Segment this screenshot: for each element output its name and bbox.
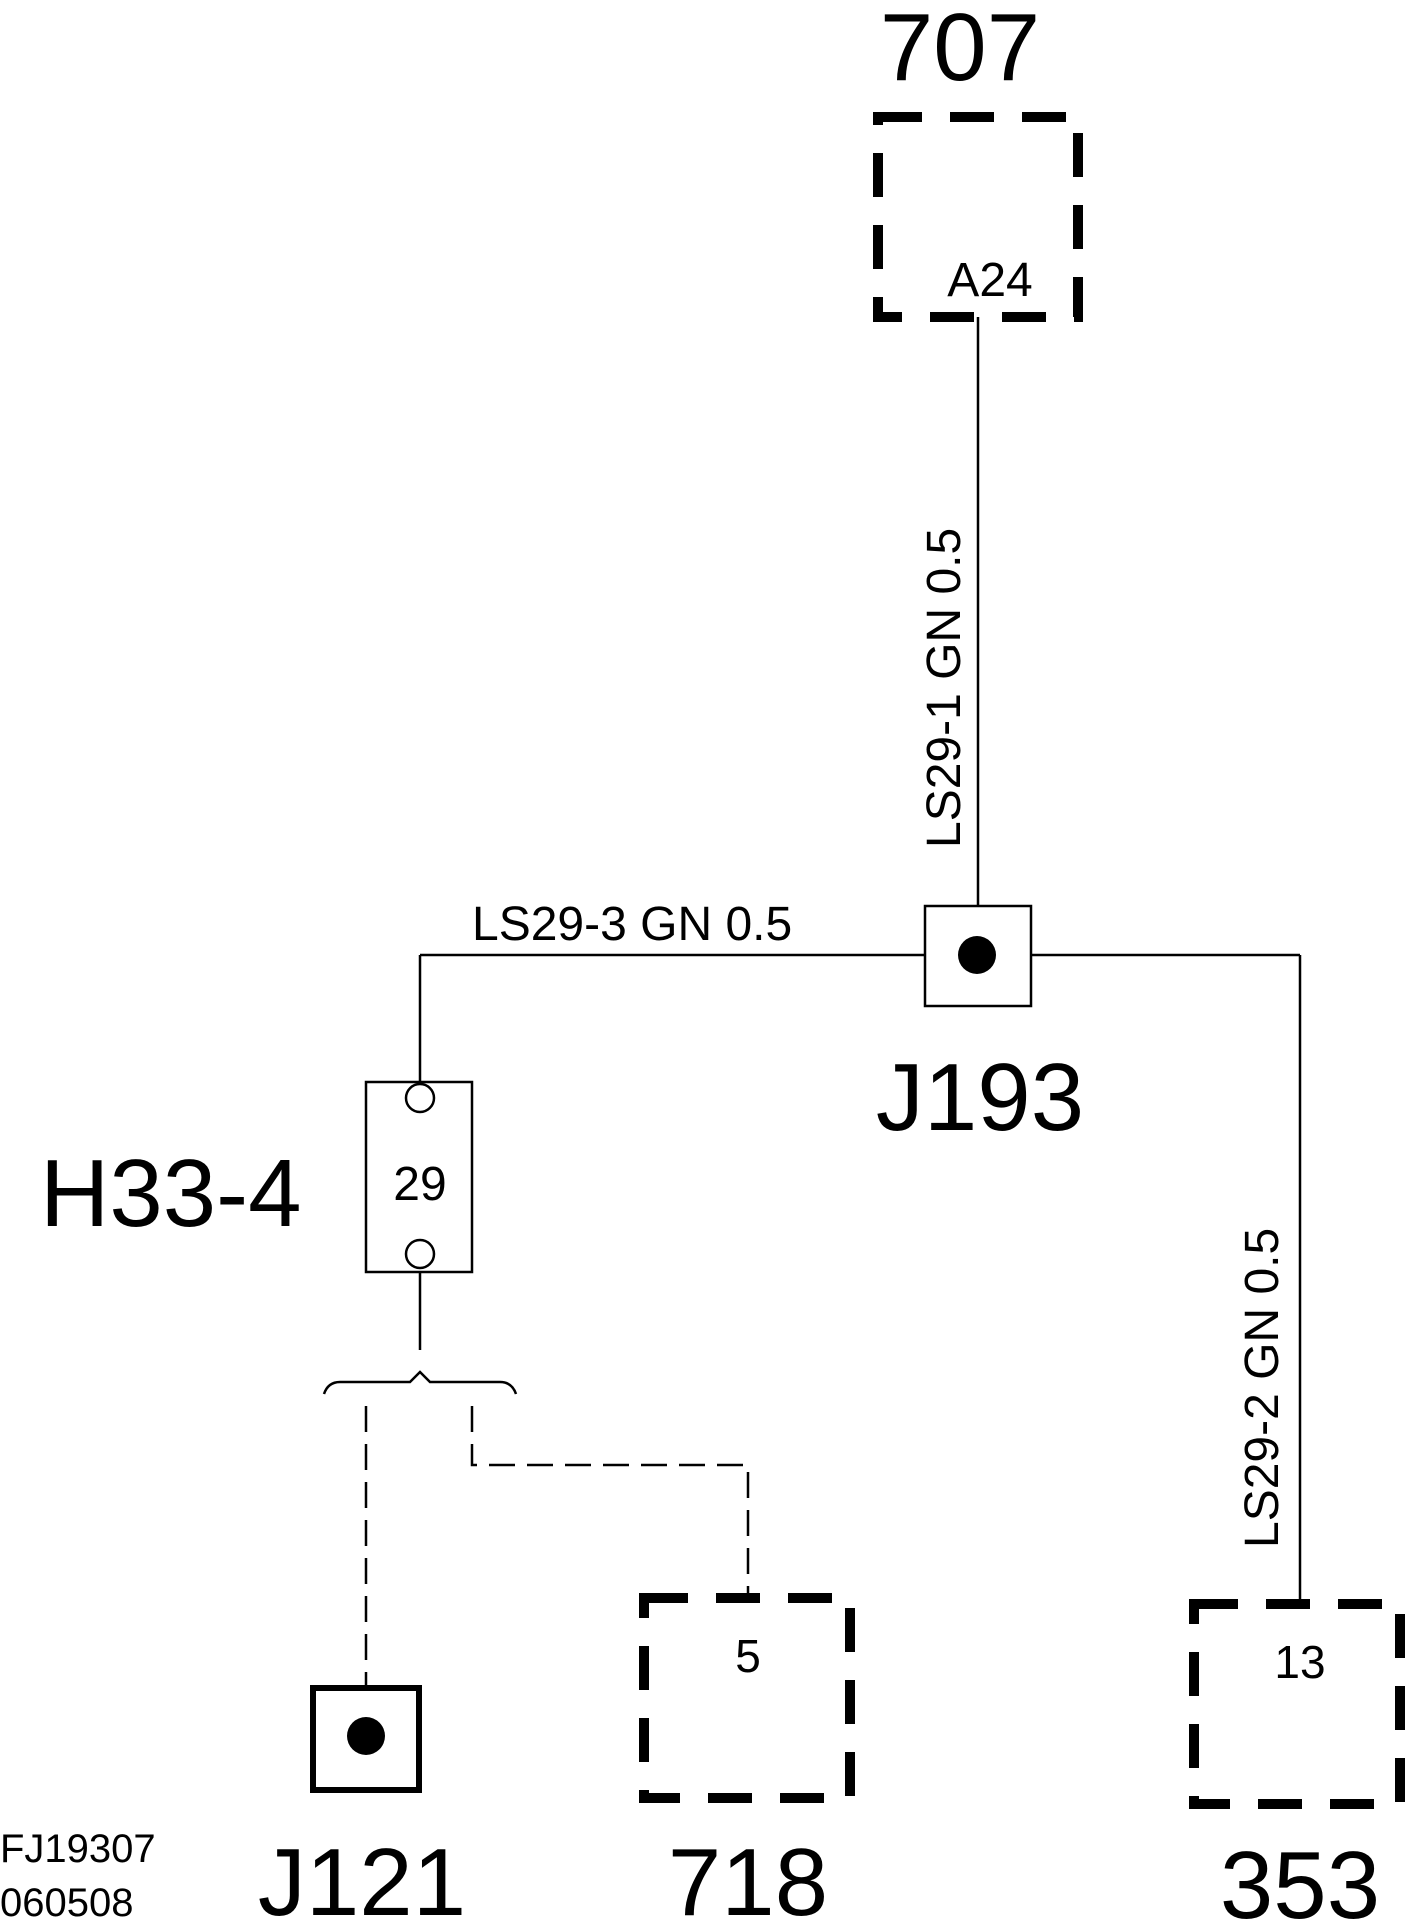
component-353-label: 353: [1220, 1832, 1380, 1924]
component-353-box: [1189, 1599, 1405, 1809]
junction-j193[interactable]: J193: [876, 904, 1084, 1151]
component-353-pin: 13: [1274, 1636, 1325, 1688]
component-718-box: [639, 1593, 855, 1803]
wire-ls29-1-label: LS29-1 GN 0.5: [918, 528, 971, 848]
component-707[interactable]: 707 A24: [873, 0, 1083, 322]
component-718-pin: 5: [735, 1630, 761, 1682]
connector-h33-4-pin-bottom: [404, 1238, 436, 1270]
junction-j121-label: J121: [258, 1829, 466, 1924]
document-reference: FJ19307 060508: [0, 1827, 156, 1924]
junction-j193-dot: [958, 936, 996, 974]
connector-h33-4-label: H33-4: [40, 1140, 301, 1247]
junction-j121-dot: [347, 1717, 385, 1755]
connector-h33-4[interactable]: 29 H33-4: [40, 1080, 474, 1274]
document-date: 060508: [0, 1881, 133, 1924]
connector-h33-4-pin-top: [404, 1082, 436, 1114]
connector-h33-4-pin-label: 29: [393, 1158, 446, 1211]
component-707-box: [873, 112, 1083, 322]
junction-j121[interactable]: J121: [258, 1685, 466, 1924]
junction-j193-label: J193: [876, 1044, 1084, 1151]
wire-ls29-2-label: LS29-2 GN 0.5: [1236, 1228, 1289, 1548]
wire-ls29-3-label: LS29-3 GN 0.5: [472, 898, 792, 951]
wire-dashed-to-718: [470, 1406, 750, 1600]
component-707-label: 707: [880, 0, 1040, 101]
component-718[interactable]: 5 718: [639, 1593, 855, 1924]
component-353[interactable]: 13 353: [1189, 1599, 1405, 1924]
component-707-pin: A24: [947, 254, 1032, 307]
document-code: FJ19307: [0, 1827, 156, 1871]
component-718-label: 718: [668, 1829, 828, 1924]
splice-brace: [322, 1370, 518, 1395]
